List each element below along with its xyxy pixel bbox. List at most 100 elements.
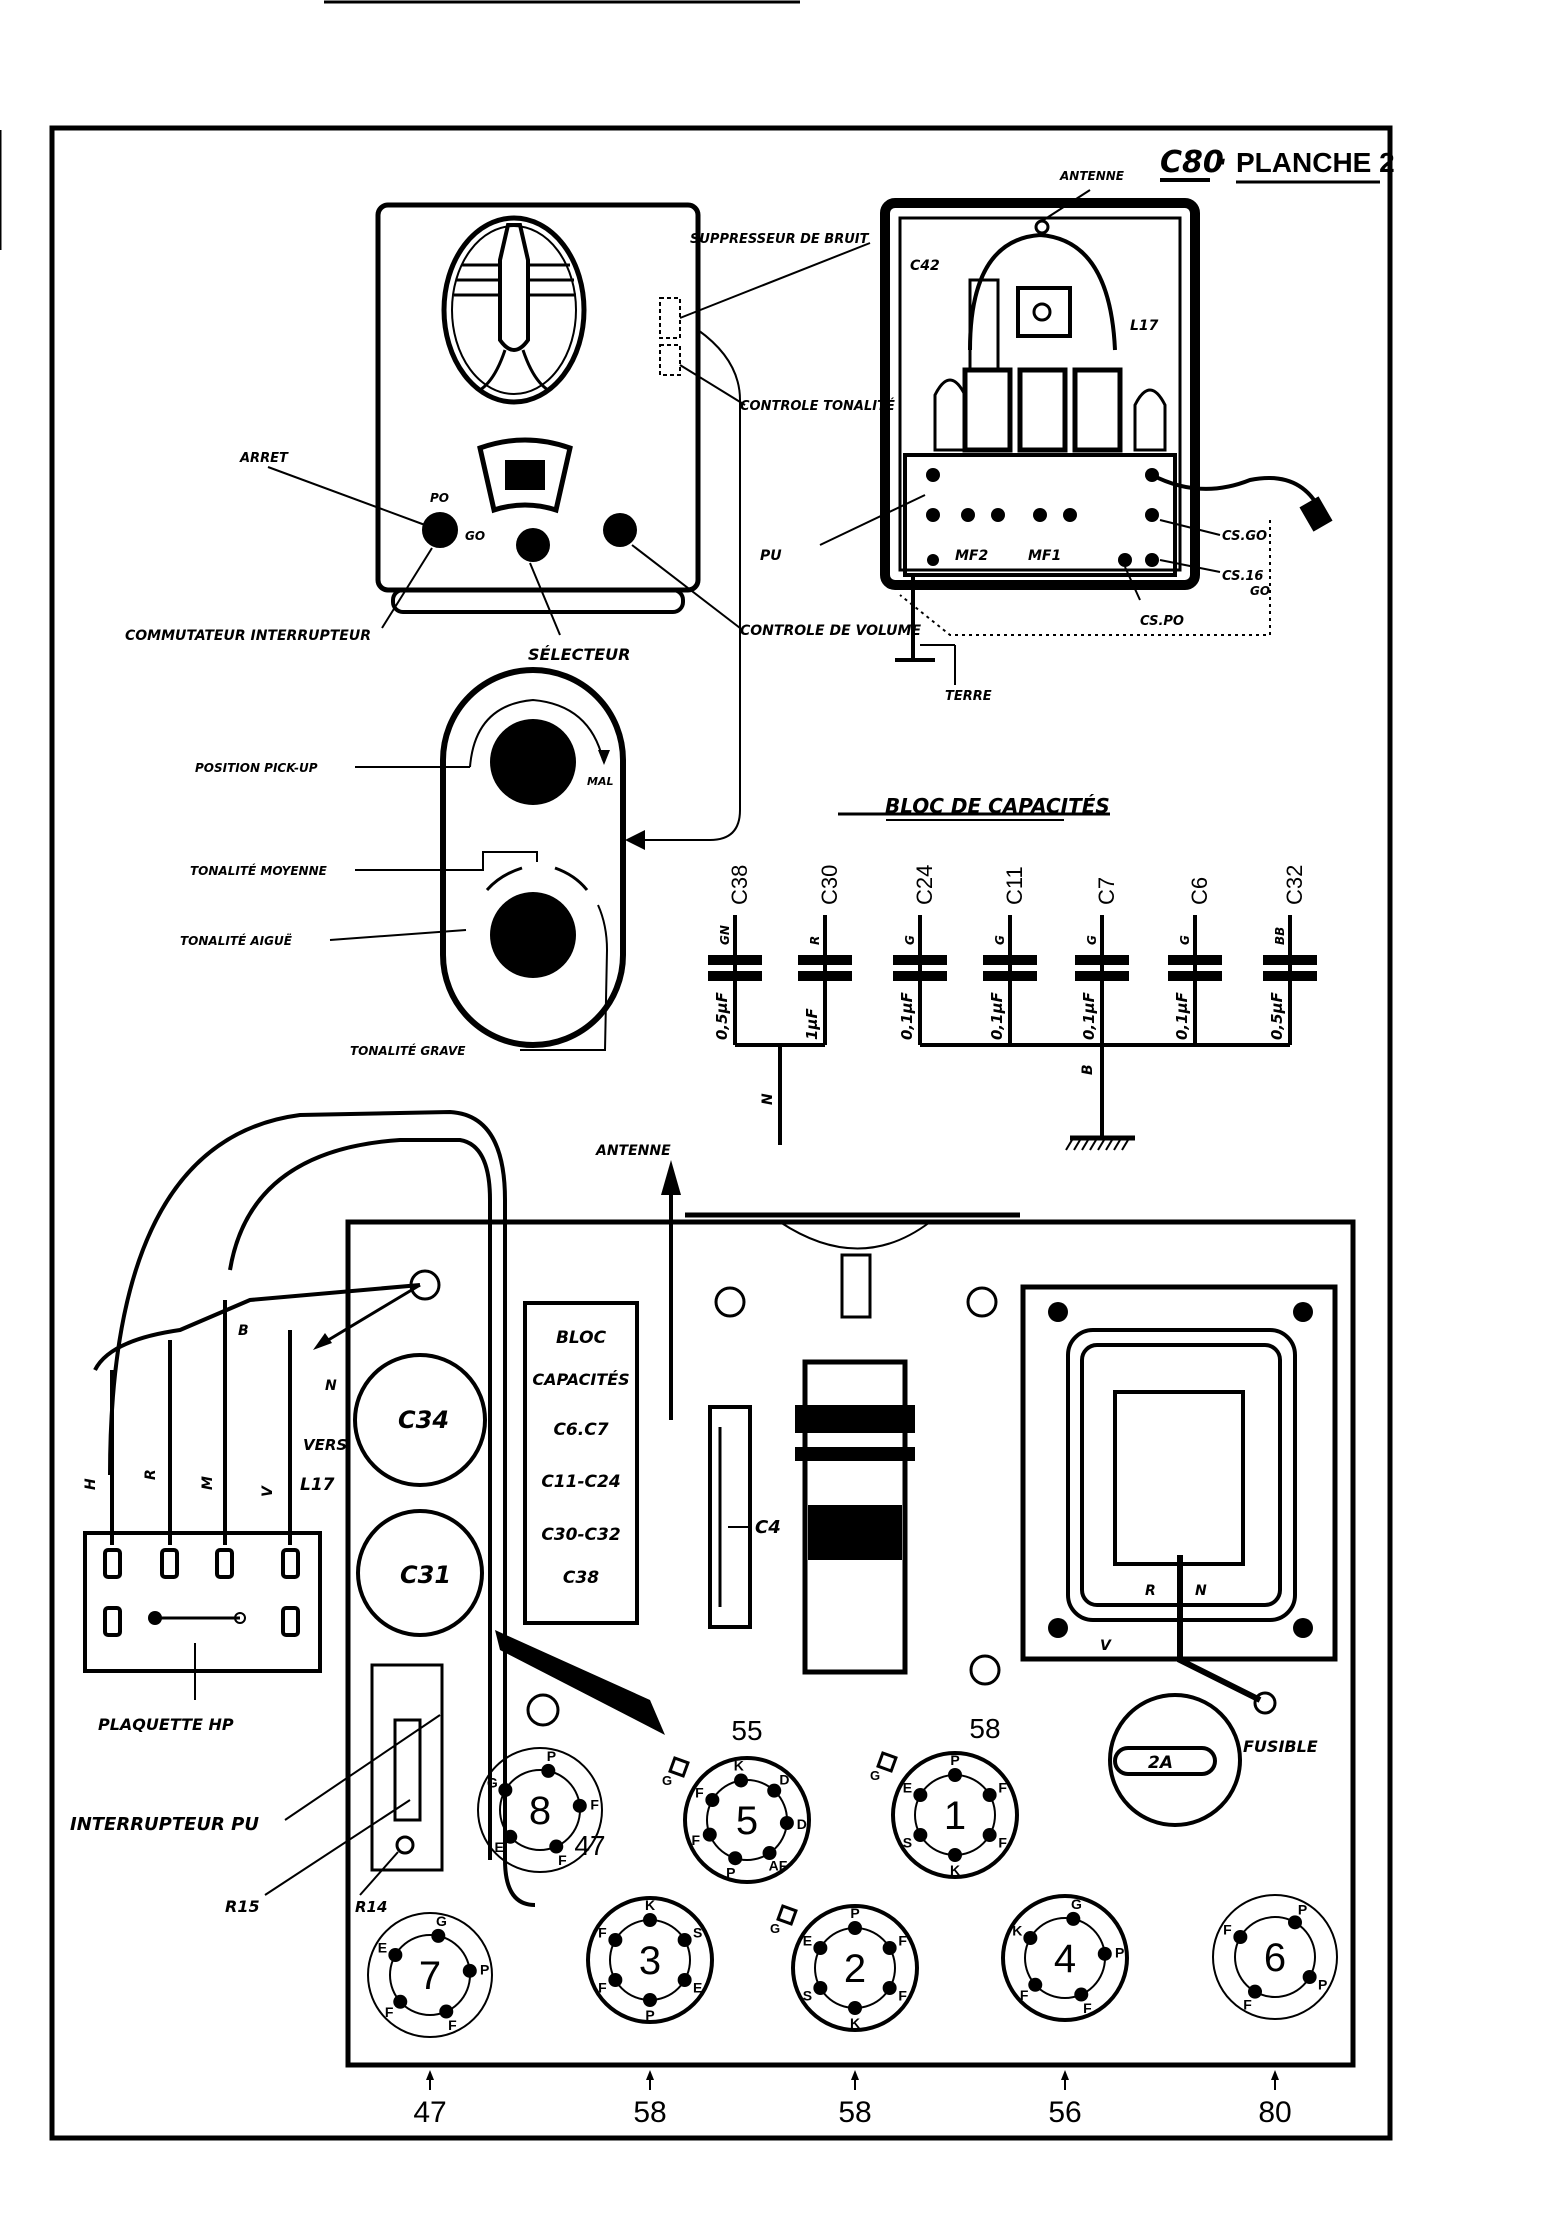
- ground-hatch: [1081, 1139, 1089, 1151]
- socket-outer-ring: [891, 1751, 1019, 1879]
- terre-label: TERRE: [945, 689, 992, 704]
- vers-l17-label: L17: [300, 1475, 335, 1495]
- capacitor-name: C38: [727, 865, 752, 905]
- selector-plate: [440, 667, 626, 1048]
- tube-pointer-arrow: [646, 2070, 654, 2080]
- tube-type: 55: [731, 1715, 762, 1746]
- r15-label: R15: [225, 1897, 260, 1916]
- pin-label: F: [590, 1796, 599, 1812]
- capacitor-value: 0,5µF: [1268, 991, 1286, 1040]
- capacitor-plate: [708, 955, 762, 965]
- speaker-grille: [441, 215, 587, 405]
- c4-label: C4: [755, 1517, 781, 1538]
- bloc-line: BLOC: [556, 1328, 607, 1348]
- po-label: PO: [430, 491, 449, 505]
- socket-pin: [393, 1994, 408, 2009]
- capacitor-color: G: [1085, 935, 1099, 945]
- socket-pin: [734, 1773, 749, 1788]
- capacitor-value: 0,5µF: [713, 991, 731, 1040]
- capacitor-value: 0,1µF: [1173, 991, 1191, 1040]
- pin-label: E: [494, 1839, 503, 1855]
- socket-outer-ring: [791, 1904, 919, 2032]
- socket-pin: [779, 1815, 794, 1830]
- socket-number: 1: [944, 1794, 966, 1838]
- ground-hatch: [1105, 1139, 1113, 1151]
- chassis-antenne-label: ANTENNE: [595, 1143, 671, 1159]
- capacitor-plate: [983, 971, 1037, 981]
- socket-number: 3: [639, 1939, 661, 1983]
- capacitor-plate: [1263, 971, 1317, 981]
- capacitor-plate: [893, 971, 947, 981]
- socket-pin: [767, 1783, 782, 1798]
- capacitor-c34: [353, 1353, 487, 1487]
- capacitor-plate: [893, 955, 947, 965]
- pin-label: F: [898, 1933, 907, 1949]
- socket-pin: [1066, 1911, 1081, 1926]
- pin-label: E: [803, 1933, 812, 1949]
- fuse-holder: [1108, 1693, 1242, 1827]
- socket-pin: [1074, 1987, 1089, 2002]
- ground-hatch: [1113, 1139, 1121, 1151]
- grid-cap: [876, 1751, 898, 1773]
- speaker-terminal-board: [83, 1531, 322, 1673]
- model-code: C80: [1160, 145, 1224, 180]
- socket-outer-ring: [683, 1756, 811, 1884]
- socket-pin: [498, 1783, 513, 1797]
- pin-label: P: [850, 1905, 859, 1921]
- pin-label: F: [695, 1785, 704, 1801]
- socket-pin: [643, 1993, 657, 2007]
- commutateur-label: COMMUTATEUR INTERRUPTEUR: [125, 628, 371, 644]
- socket-pin: [1097, 1946, 1112, 1961]
- antenne-rear-label: ANTENNE: [1059, 169, 1125, 183]
- capacitor-name: C32: [1282, 865, 1307, 905]
- socket-pin: [608, 1973, 623, 1987]
- pin-label: G: [487, 1775, 498, 1791]
- mount-nut: [966, 1286, 998, 1318]
- socket-number: 6: [1264, 1936, 1286, 1980]
- socket-outer-ring: [1212, 1894, 1338, 2020]
- grid-cap: [776, 1904, 798, 1926]
- capacitor-plate: [708, 971, 762, 981]
- socket-pin: [982, 1828, 997, 1842]
- ground-hatch: [1073, 1139, 1081, 1151]
- capacitor-value: 0,1µF: [898, 991, 916, 1040]
- position-pickup-label: POSITION PICK-UP: [195, 761, 318, 775]
- capacitor-name: C11: [1002, 866, 1027, 905]
- capacitor-value: 0,1µF: [1080, 991, 1098, 1040]
- socket-pin: [813, 1981, 828, 1995]
- cs16-label: CS.16: [1222, 569, 1263, 584]
- plaquette-hp-label: PLAQUETTE HP: [98, 1715, 234, 1734]
- pin-label: P: [726, 1865, 735, 1881]
- pin-label: E: [693, 1980, 702, 1996]
- capacitor-plate: [983, 955, 1037, 965]
- socket-pin: [608, 1933, 623, 1947]
- capacitor-name: C30: [817, 865, 842, 905]
- pin-label: P: [1318, 1977, 1327, 1993]
- plate-title: C80 · PLANCHE 2: [1160, 145, 1395, 184]
- capacitor-plate: [1263, 955, 1317, 965]
- bloc-line: C11-C24: [541, 1472, 620, 1492]
- capacitor-name: C24: [912, 865, 937, 905]
- r14-label: R14: [355, 1898, 387, 1916]
- go-label: GO: [465, 529, 485, 543]
- c42-label: C42: [910, 258, 940, 274]
- l17-label: L17: [1130, 318, 1159, 334]
- socket-pin: [948, 1848, 962, 1862]
- wire-v-label: V: [260, 1485, 276, 1497]
- socket-number: 5: [736, 1799, 758, 1843]
- capacitor-c4: [708, 1405, 752, 1629]
- wire-b-label: B: [238, 1323, 249, 1339]
- chassis-view: ANTENNE H R M V B N VERS L17 PLAQUETTE: [70, 1109, 1356, 2129]
- transformer-v-label: V: [1100, 1638, 1112, 1654]
- socket-pin: [1248, 1984, 1262, 1999]
- common-b-label: B: [1080, 1064, 1096, 1075]
- socket-pin: [1233, 1930, 1248, 1944]
- capacitor-block: BLOC DE CAPACITÉS C38GN0,5µFC30R1µFC24G0…: [708, 794, 1317, 1151]
